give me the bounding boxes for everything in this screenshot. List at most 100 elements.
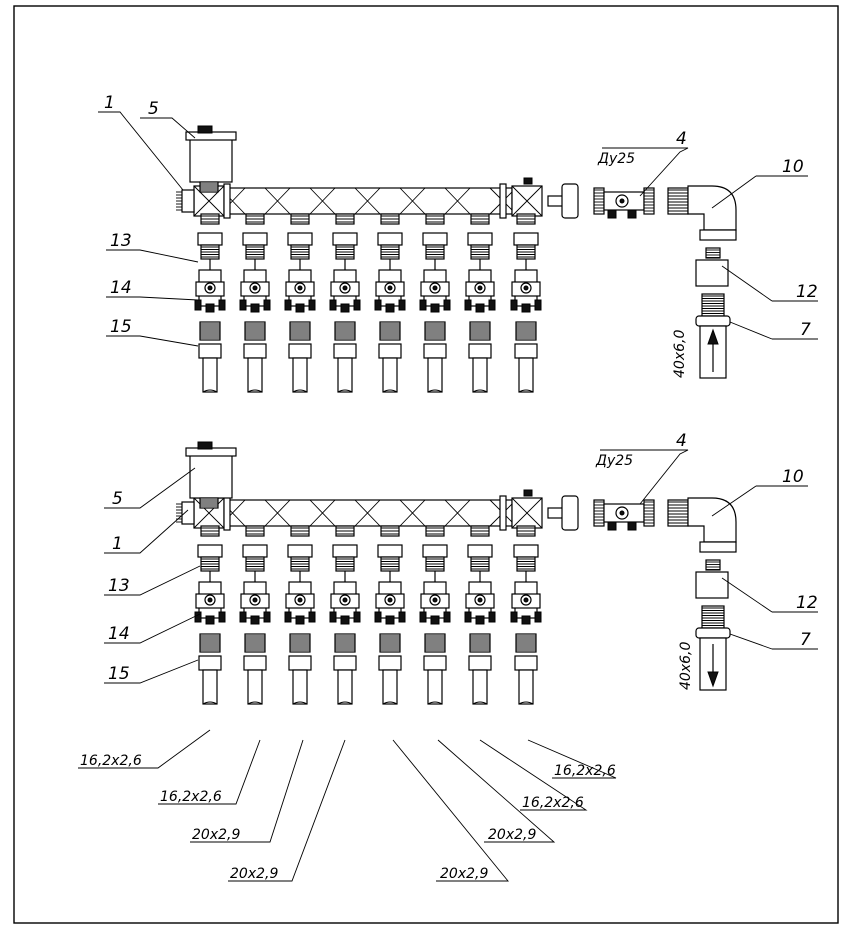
label-14-bottom: 14 — [108, 624, 130, 644]
label-10-bottom: 10 — [782, 467, 804, 487]
label-12-top: 12 — [796, 282, 818, 302]
label-pipe-main-top: 40х6,0 — [672, 330, 688, 378]
pipe — [202, 357, 218, 393]
right-union — [561, 183, 579, 219]
compression-fitting — [244, 633, 266, 653]
label-4-bottom: 4 — [676, 431, 687, 451]
outlet-column — [374, 525, 406, 705]
pipe — [337, 669, 353, 705]
inlet-ball-valve — [593, 499, 605, 527]
compression-fitting — [199, 633, 221, 653]
main-fitting — [701, 605, 725, 629]
pipe — [382, 357, 398, 393]
right-union — [561, 495, 579, 531]
outlet-column — [239, 213, 271, 393]
outlet-column — [464, 525, 496, 705]
outlet-column — [374, 213, 406, 393]
outlet-column — [329, 525, 361, 705]
label-pipe-8: 16,2х2,6 — [554, 763, 616, 779]
adapter — [705, 247, 721, 259]
outlet-column — [194, 525, 226, 705]
compression-fitting — [289, 633, 311, 653]
pipe — [292, 357, 308, 393]
label-14-top: 14 — [110, 278, 132, 298]
label-4-top: 4 — [676, 129, 687, 149]
outlet-column — [194, 213, 226, 393]
label-7-bottom: 7 — [800, 630, 811, 650]
end-plug — [181, 501, 195, 525]
flow-arrow-up — [707, 328, 719, 345]
label-pipe-4: 20х2,9 — [230, 866, 278, 882]
label-15-bottom: 15 — [108, 664, 130, 684]
manifold-body — [227, 499, 513, 527]
outlet-column — [419, 525, 451, 705]
manifold-body — [227, 187, 513, 215]
pipe — [292, 669, 308, 705]
pipe — [427, 357, 443, 393]
air-vent — [189, 137, 233, 183]
pipe — [202, 669, 218, 705]
pipe — [382, 669, 398, 705]
adapter — [705, 559, 721, 571]
air-vent — [189, 453, 233, 499]
labels: 1 5 Ду25 4 10 13 14 15 12 7 40х6,0 Ду25 … — [80, 93, 818, 882]
main-fitting — [701, 293, 725, 317]
elbow-fitting — [667, 499, 689, 527]
compression-fitting — [199, 321, 221, 341]
outlet-column — [464, 213, 496, 393]
outlet-column — [510, 525, 542, 705]
label-13-bottom: 13 — [108, 576, 130, 596]
drawing-frame — [13, 5, 839, 924]
label-pipe-7: 16,2х2,6 — [522, 795, 584, 811]
inlet-ball-valve — [593, 187, 605, 215]
label-1-bottom: 1 — [112, 534, 123, 554]
pipe — [337, 357, 353, 393]
pipe — [472, 357, 488, 393]
label-13-top: 13 — [110, 231, 132, 251]
leader-lines — [78, 111, 818, 882]
compression-fitting — [379, 633, 401, 653]
compression-fitting — [334, 321, 356, 341]
label-pipe-5: 20х2,9 — [440, 866, 488, 882]
label-du25-top: Ду25 — [597, 151, 635, 167]
pipe — [518, 669, 534, 705]
pipe — [427, 669, 443, 705]
label-5-top: 5 — [148, 99, 159, 119]
label-15-top: 15 — [110, 317, 132, 337]
compression-fitting — [424, 633, 446, 653]
label-pipe-3: 20х2,9 — [192, 827, 240, 843]
compression-fitting — [515, 321, 537, 341]
flow-arrow-down — [707, 671, 719, 688]
compression-fitting — [379, 321, 401, 341]
label-du25-bottom: Ду25 — [595, 453, 633, 469]
pipe — [472, 669, 488, 705]
compression-fitting — [244, 321, 266, 341]
compression-fitting — [469, 321, 491, 341]
label-pipe-main-bottom: 40х6,0 — [678, 642, 694, 690]
label-pipe-2: 16,2х2,6 — [160, 789, 222, 805]
pipe — [518, 357, 534, 393]
compression-fitting — [515, 633, 537, 653]
outlet-column — [329, 213, 361, 393]
label-10-top: 10 — [782, 157, 804, 177]
compression-fitting — [424, 321, 446, 341]
manifold-assemblies — [176, 125, 737, 705]
label-pipe-6: 20х2,9 — [488, 827, 536, 843]
pipe — [247, 357, 263, 393]
compression-fitting — [334, 633, 356, 653]
label-5-bottom: 5 — [112, 489, 123, 509]
label-12-bottom: 12 — [796, 593, 818, 613]
outlet-column — [419, 213, 451, 393]
compression-fitting — [289, 321, 311, 341]
manifold-bottom — [176, 441, 737, 705]
compression-fitting — [469, 633, 491, 653]
outlet-column — [239, 525, 271, 705]
pipe — [247, 669, 263, 705]
outlet-column — [510, 213, 542, 393]
end-plug — [181, 189, 195, 213]
manifold-top — [176, 125, 737, 393]
outlet-column — [284, 525, 316, 705]
label-1-top: 1 — [104, 93, 115, 113]
